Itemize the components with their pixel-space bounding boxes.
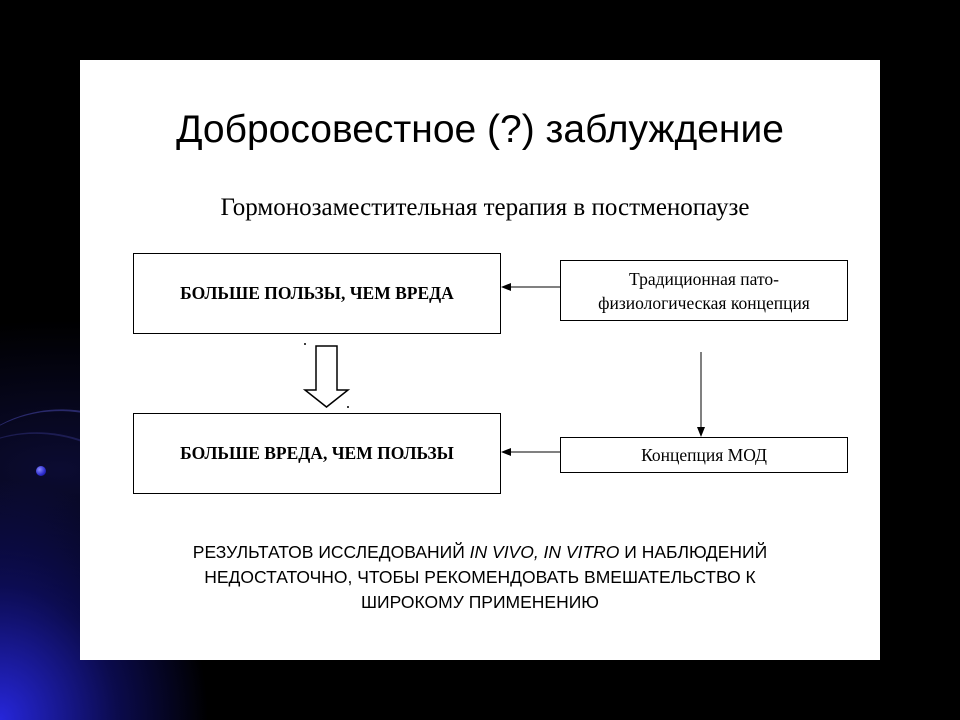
- conclusion-text: РЕЗУЛЬТАТОВ ИССЛЕДОВАНИЙ IN VIVO, IN VIT…: [80, 540, 880, 615]
- conclusion-line2: НЕДОСТАТОЧНО, ЧТОБЫ РЕКОМЕНДОВАТЬ ВМЕШАТ…: [204, 567, 756, 587]
- box-traditional-line2: физиологическая концепция: [598, 292, 810, 313]
- conclusion-line1-prefix: РЕЗУЛЬТАТОВ ИССЛЕДОВАНИЙ: [192, 542, 470, 562]
- slide-title: Добросовестное (?) заблуждение: [176, 108, 784, 151]
- box-mod-label: Концепция МОД: [641, 445, 767, 465]
- conclusion-line1-suffix: И НАБЛЮДЕНИЙ: [619, 542, 768, 562]
- slide-subtitle: Гормонозаместительная терапия в постмено…: [220, 194, 750, 221]
- slide-canvas: [80, 60, 880, 660]
- box-more-benefit: БОЛЬШЕ ПОЛЬЗЫ, ЧЕМ ВРЕДА: [133, 253, 501, 334]
- box-traditional-line1: Традиционная пато-: [629, 268, 779, 289]
- box-more-harm-label: БОЛЬШЕ ВРЕДА, ЧЕМ ПОЛЬЗЫ: [180, 443, 454, 463]
- decorative-dot: [36, 466, 46, 476]
- box-more-harm: БОЛЬШЕ ВРЕДА, ЧЕМ ПОЛЬЗЫ: [133, 413, 501, 494]
- box-traditional-concept: Традиционная пато- физиологическая конце…: [560, 260, 848, 321]
- conclusion-line3: ШИРОКОМУ ПРИМЕНЕНИЮ: [361, 592, 599, 612]
- conclusion-line1-italic: IN VIVO, IN VITRO: [469, 542, 620, 562]
- box-more-benefit-label: БОЛЬШЕ ПОЛЬЗЫ, ЧЕМ ВРЕДА: [180, 283, 454, 303]
- box-mod-concept: Концепция МОД: [560, 437, 848, 473]
